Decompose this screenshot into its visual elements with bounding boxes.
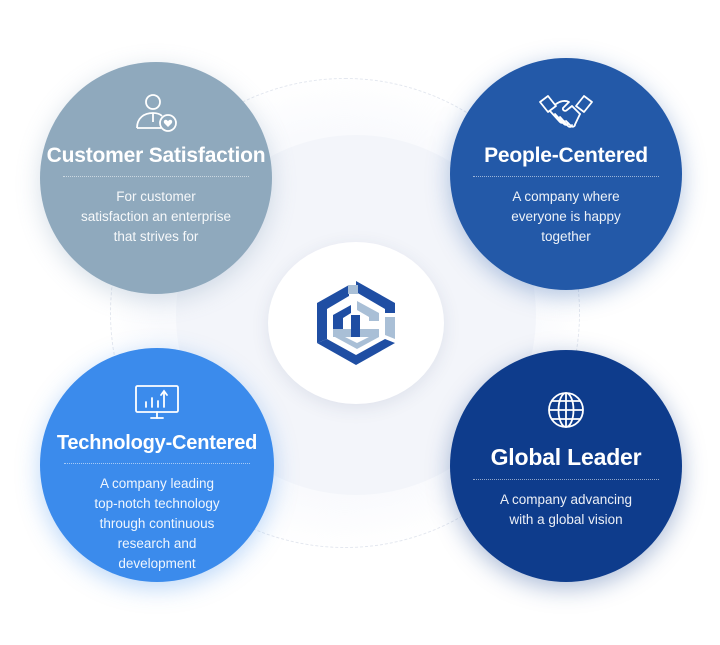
center-logo-circle	[268, 242, 444, 404]
divider	[473, 479, 659, 480]
user-heart-icon	[136, 94, 177, 132]
value-global-leader: Global Leader A company advancing with a…	[450, 350, 682, 582]
handshake-icon	[539, 95, 593, 128]
divider	[63, 176, 249, 177]
value-people-centered: People-Centered A company where everyone…	[450, 58, 682, 290]
divider	[473, 176, 659, 177]
value-description: A company advancing with a global vision	[499, 492, 633, 527]
value-title: Customer Satisfaction	[46, 144, 266, 167]
value-technology-centered: Technology-Centered A company leading to…	[40, 348, 274, 582]
value-title: Global Leader	[490, 444, 642, 470]
value-description: A company leading top-notch technology t…	[94, 476, 220, 571]
globe-icon	[548, 392, 584, 428]
value-description: For customer satisfaction an enterprise …	[80, 189, 232, 244]
value-title: Technology-Centered	[56, 432, 258, 454]
value-customer-satisfaction: Customer Satisfaction For customer satis…	[40, 62, 272, 294]
monitor-chart-icon	[135, 385, 179, 419]
divider	[64, 463, 250, 464]
hexagon-s-logo-icon	[317, 281, 395, 365]
value-description: A company where everyone is happy togeth…	[511, 189, 621, 244]
value-title: People-Centered	[484, 144, 648, 167]
